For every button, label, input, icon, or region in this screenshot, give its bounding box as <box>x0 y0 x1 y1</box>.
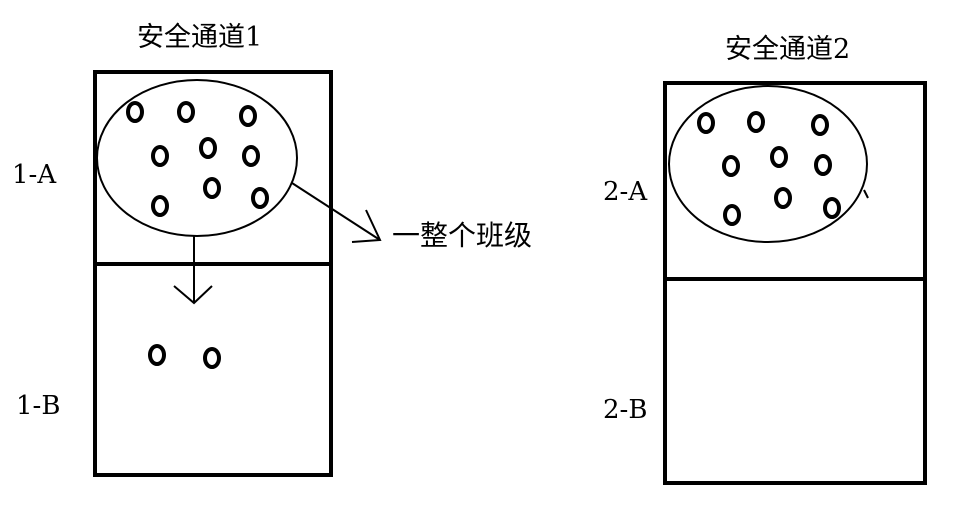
stray-tick-mark <box>863 189 869 199</box>
channel2-title: 安全通道2 <box>725 34 850 65</box>
person-marker <box>814 154 832 176</box>
channel1-zone-a-label: 1-A <box>12 160 57 190</box>
channel1-zone-b-box <box>93 262 333 477</box>
person-marker <box>203 347 221 369</box>
channel2-zone-b-box <box>663 277 927 485</box>
annotation-pointer-arrow <box>291 182 382 243</box>
person-marker <box>199 137 217 159</box>
channel2-zone-a-label: 2-A <box>603 177 648 207</box>
channel1-title: 安全通道1 <box>137 22 262 53</box>
person-marker <box>697 112 715 134</box>
person-marker <box>151 145 169 167</box>
move-down-arrow <box>173 236 213 305</box>
person-marker <box>177 101 195 123</box>
channel1-zone-a-people <box>126 101 269 217</box>
channel1-zone-b-people <box>148 344 221 369</box>
person-marker <box>774 187 792 209</box>
channel1-class-group-ellipse <box>96 79 298 237</box>
annotation-label: 一整个班级 <box>392 219 532 252</box>
person-marker <box>723 204 741 226</box>
person-marker <box>242 145 260 167</box>
person-marker <box>770 146 788 168</box>
person-marker <box>126 101 144 123</box>
person-marker <box>722 155 740 177</box>
person-marker <box>203 177 221 199</box>
person-marker <box>148 344 166 366</box>
channel2-class-group-ellipse <box>668 85 868 243</box>
person-marker <box>811 114 829 136</box>
person-marker <box>823 197 841 219</box>
person-marker <box>239 105 257 127</box>
channel2-zone-b-label: 2-B <box>603 395 647 425</box>
channel2-zone-a-people <box>697 111 841 226</box>
person-marker <box>747 111 765 133</box>
person-marker <box>151 195 169 217</box>
person-marker <box>251 187 269 209</box>
channel1-zone-b-label: 1-B <box>16 391 60 421</box>
